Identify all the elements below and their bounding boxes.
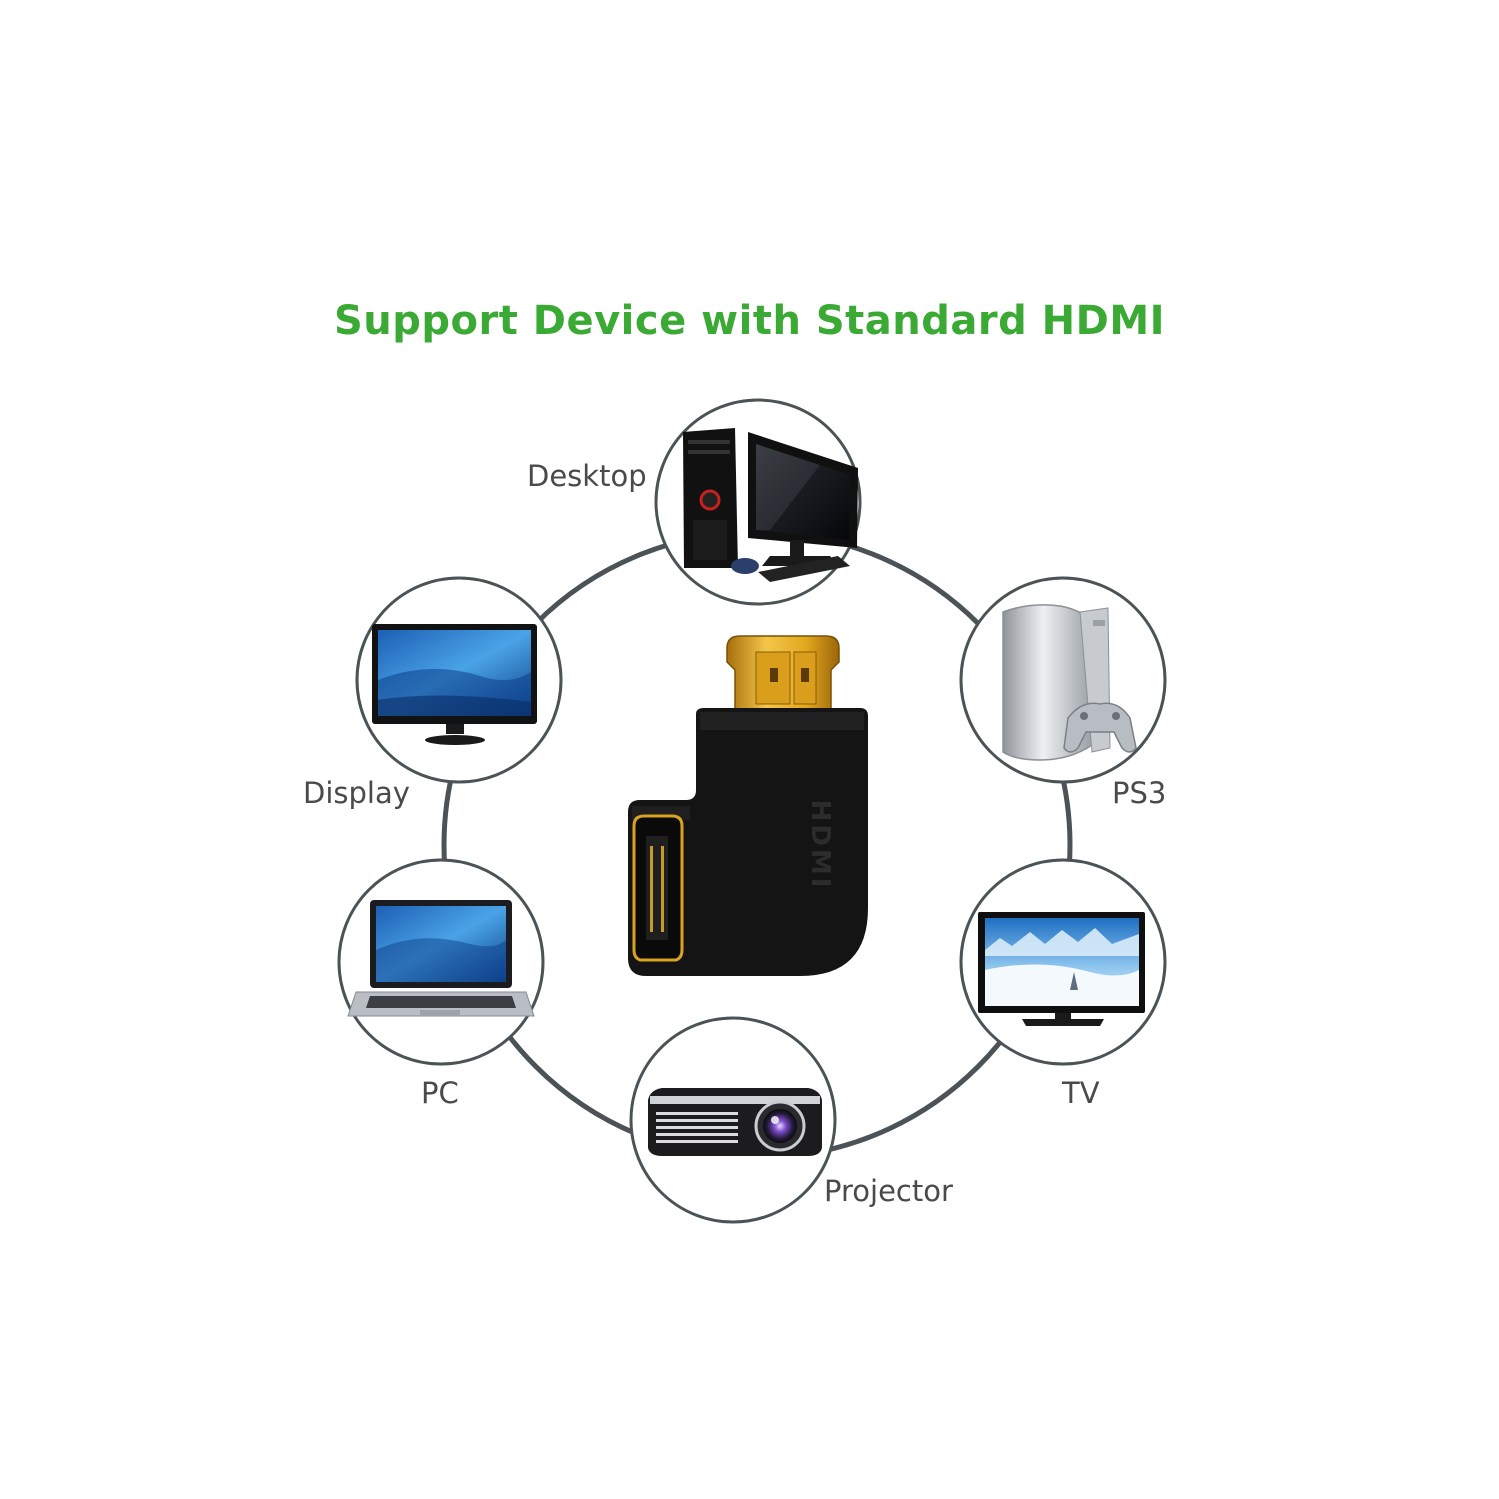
laptop-icon — [347, 900, 535, 1017]
device-circle-display — [355, 576, 563, 784]
monitor-icon — [372, 624, 537, 745]
page-title: Support Device with Standard HDMI — [333, 298, 1166, 344]
device-circle-tv — [959, 858, 1167, 1066]
device-label-tv: TV — [1062, 1076, 1100, 1110]
hdmi-right-angle-adapter: HDMI — [628, 635, 868, 976]
adapter-emboss-text: HDMI — [805, 800, 835, 891]
device-label-desktop: Desktop — [527, 459, 647, 493]
tv-icon — [978, 912, 1145, 1026]
projector-icon — [648, 1088, 822, 1156]
device-circle-projector — [629, 1016, 837, 1224]
game-console-icon — [1002, 604, 1137, 761]
device-circle-desktop — [654, 398, 862, 606]
device-label-projector: Projector — [824, 1174, 953, 1208]
device-circle-pc — [337, 858, 545, 1066]
device-label-pc: PC — [421, 1076, 459, 1110]
device-label-ps3: PS3 — [1112, 776, 1167, 810]
device-label-display: Display — [303, 776, 410, 810]
desktop-pc-icon — [683, 428, 858, 582]
device-circle-ps3 — [959, 576, 1167, 784]
